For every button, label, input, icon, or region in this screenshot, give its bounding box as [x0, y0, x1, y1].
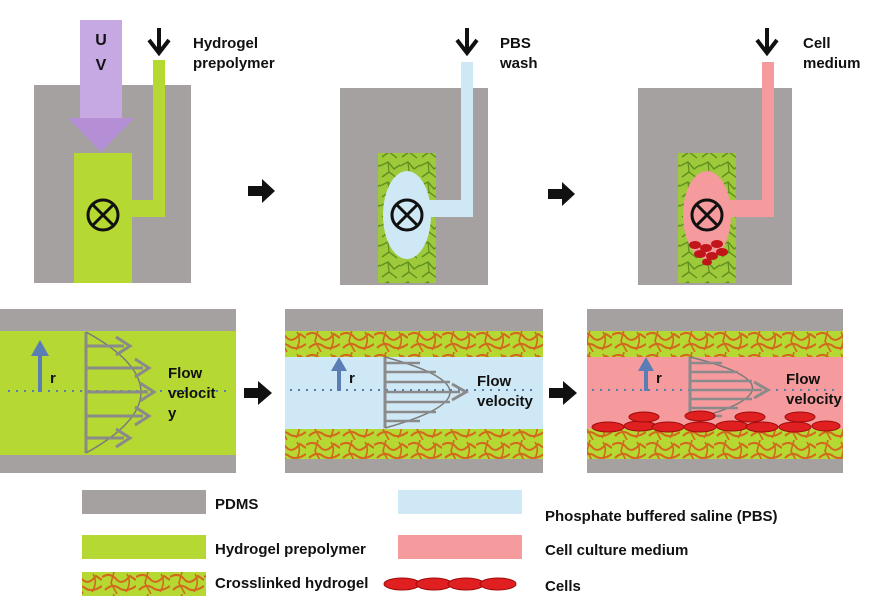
legend-label-prepolymer: Hydrogel prepolymer	[215, 541, 366, 558]
step-arrow-icon	[549, 381, 577, 405]
channel3-cross-section: r Flow velocity	[587, 309, 843, 473]
stage1-top-view: U V Hydrogel prepolymer	[34, 20, 275, 283]
step-arrow-icon	[548, 182, 575, 206]
step-arrow-icon	[244, 381, 272, 405]
uv-arrow: U V	[68, 20, 134, 152]
velocity-profile	[383, 356, 470, 429]
legend-swatch-crosslinked	[82, 572, 206, 596]
legend-swatch-pbs	[398, 490, 522, 514]
stage1-label-line2: prepolymer	[193, 55, 275, 72]
flow-velocity-label-line1: Flow	[786, 371, 820, 388]
adhered-cells	[591, 410, 841, 433]
legend-label-pbs: Phosphate buffered saline (PBS)	[545, 508, 778, 525]
flow-velocity-label-line2: velocit	[168, 385, 216, 402]
legend-swatch-prepolymer	[82, 535, 206, 559]
legend-label-medium: Cell culture medium	[545, 542, 688, 559]
legend-label-cells: Cells	[545, 578, 581, 595]
channel2-cross-section: r Flow velocity	[285, 309, 543, 473]
stage1-label-line1: Hydrogel	[193, 35, 258, 52]
crosslinked-hydrogel-bottom	[285, 429, 543, 459]
legend: PDMS Hydrogel prepolymer Crosslinked hyd…	[82, 490, 778, 596]
flow-into-page-icon	[86, 198, 120, 232]
stage2-top-view: PBS wash	[340, 28, 538, 285]
prepolymer-inlet-tube	[153, 60, 165, 217]
down-arrow-icon	[455, 28, 479, 57]
r-label: r	[349, 370, 355, 387]
cell-cluster	[689, 240, 728, 266]
uv-letter-u: U	[95, 32, 107, 49]
flow-velocity-label-line1: Flow	[477, 373, 511, 390]
legend-label-pdms: PDMS	[215, 496, 258, 513]
prepolymer-chamber	[74, 153, 132, 283]
stage3-top-view: Cell medium	[638, 28, 861, 285]
down-arrow-icon	[147, 28, 171, 57]
crosslinked-hydrogel-top	[285, 331, 543, 357]
stage2-label-line2: wash	[499, 55, 538, 72]
flow-velocity-label-line1: Flow	[168, 365, 202, 382]
pdms-wall-bottom	[587, 459, 843, 473]
stage3-label-line2: medium	[803, 55, 861, 72]
r-label: r	[656, 370, 662, 387]
pdms-wall-top	[587, 309, 843, 331]
legend-label-crosslinked: Crosslinked hydrogel	[215, 575, 368, 592]
down-arrow-icon	[755, 28, 779, 57]
medium-inlet-tube	[762, 62, 774, 217]
legend-swatch-cells	[383, 577, 517, 591]
stage3-label-line1: Cell	[803, 35, 831, 52]
crosslinked-hydrogel-top	[587, 331, 843, 357]
step-arrow-icon	[248, 179, 275, 203]
r-arrow-icon	[331, 357, 347, 391]
flow-velocity-label-line2: velocity	[786, 391, 843, 408]
pdms-wall-bottom	[285, 459, 543, 473]
channel1-cross-section: r Flow velocit y	[0, 309, 236, 473]
stage2-label-line1: PBS	[500, 35, 531, 52]
legend-swatch-pdms	[82, 490, 206, 514]
pdms-wall-top	[0, 309, 236, 331]
pdms-wall-top	[285, 309, 543, 331]
flow-velocity-label-line2: velocity	[477, 393, 534, 410]
r-arrow-icon	[31, 340, 49, 392]
flow-velocity-label-line3: y	[168, 405, 177, 422]
crosslinked-hydrogel-bottom	[587, 429, 843, 459]
pbs-inlet-tube	[461, 62, 473, 217]
r-label: r	[50, 370, 56, 387]
pdms-wall-bottom	[0, 455, 236, 473]
legend-swatch-medium	[398, 535, 522, 559]
medium-inlet-horizontal	[725, 200, 773, 217]
velocity-profile	[84, 331, 157, 454]
uv-letter-v: V	[96, 57, 107, 74]
r-arrow-icon	[638, 357, 654, 391]
flow-into-page-icon	[690, 198, 724, 232]
flow-into-page-icon	[390, 198, 424, 232]
